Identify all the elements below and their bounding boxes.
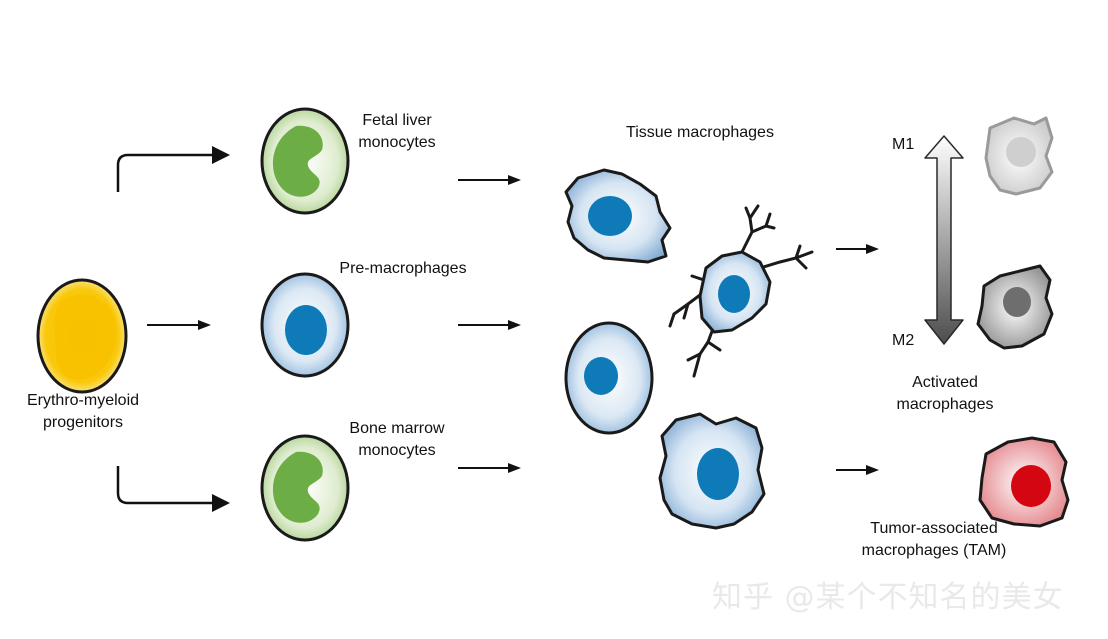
fetal-label-line1: Fetal liver xyxy=(362,112,432,129)
premac-label-text: Pre-macrophages xyxy=(339,260,467,277)
bone-label-line1: Bone marrow xyxy=(349,420,445,437)
erythro-myeloid-progenitor-cell xyxy=(36,278,128,394)
tumor-associated-macrophage-cell xyxy=(978,436,1070,528)
arrow-to-premacrophage xyxy=(147,320,211,330)
arrow-to-tam xyxy=(836,465,879,475)
m1-label: M1 xyxy=(892,136,915,153)
m2-label: M2 xyxy=(892,332,915,349)
fetal-label-line2: monocytes xyxy=(358,134,436,151)
branch-arrow-top xyxy=(116,146,230,192)
tissue-macrophages-label: Tissue macrophages xyxy=(614,122,786,144)
m1-m2-polarization-arrow xyxy=(924,135,964,345)
fetal-liver-monocytes-label: Fetal liver monocytes xyxy=(343,110,451,154)
tam-label: Tumor-associated macrophages (TAM) xyxy=(846,518,1022,562)
arrow-bone-to-tissue xyxy=(458,463,521,473)
tissue-macrophage-irregular-bottom xyxy=(658,412,766,530)
pre-macrophage-cell xyxy=(260,272,350,378)
bone-marrow-monocyte-cell xyxy=(260,434,350,542)
activated-label-line2: macrophages xyxy=(896,396,994,413)
tissue-macrophage-irregular-top xyxy=(564,168,672,264)
activated-macrophages-label: Activated macrophages xyxy=(882,372,1008,416)
fetal-liver-monocyte-cell xyxy=(260,107,350,215)
activated-label-line1: Activated xyxy=(912,374,978,391)
arrow-fetal-to-tissue xyxy=(458,175,521,185)
m2-macrophage-cell xyxy=(976,264,1054,350)
progenitors-label-line2: progenitors xyxy=(42,414,124,431)
watermark-text: 知乎 @某个不知名的美女 xyxy=(712,580,1064,615)
m1-macrophage-cell xyxy=(984,116,1054,196)
progenitors-label: Erythro-myeloid progenitors xyxy=(14,390,152,434)
bone-label-line2: monocytes xyxy=(358,442,436,459)
branch-arrow-bottom xyxy=(116,466,230,512)
tissue-macrophage-round xyxy=(564,321,654,435)
tam-label-line1: Tumor-associated xyxy=(870,520,998,537)
progenitors-label-line1: Erythro-myeloid xyxy=(26,392,140,409)
pre-macrophages-label: Pre-macrophages xyxy=(334,258,472,280)
tam-label-line2: macrophages (TAM) xyxy=(861,542,1007,559)
arrow-to-activated xyxy=(836,244,879,254)
tissue-label-text: Tissue macrophages xyxy=(626,124,774,141)
tissue-macrophage-dendritic xyxy=(668,204,814,378)
bone-marrow-monocytes-label: Bone marrow monocytes xyxy=(338,418,456,462)
arrow-premac-to-tissue xyxy=(458,320,521,330)
